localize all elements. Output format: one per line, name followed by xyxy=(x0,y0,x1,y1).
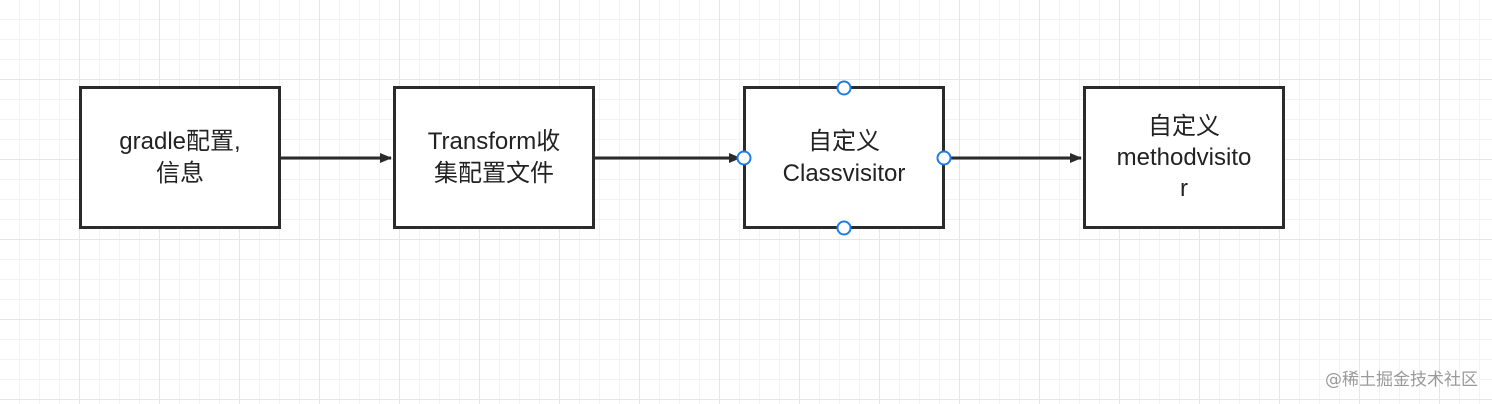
node-gradle-config-label: gradle配置, 信息 xyxy=(119,128,241,187)
node-custom-classvisitor[interactable]: 自定义 Classvisitor xyxy=(743,86,945,229)
node-custom-methodvisitor[interactable]: 自定义 methodvisito r xyxy=(1083,86,1285,229)
node-custom-classvisitor-label: 自定义 Classvisitor xyxy=(782,128,906,187)
node-custom-methodvisitor-label: 自定义 methodvisito r xyxy=(1116,112,1252,203)
watermark: @稀土掘金技术社区 xyxy=(1325,370,1478,390)
node-transform-collect-config[interactable]: Transform收 集配置文件 xyxy=(393,86,595,229)
node-transform-collect-config-label: Transform收 集配置文件 xyxy=(427,128,561,187)
node-gradle-config[interactable]: gradle配置, 信息 xyxy=(79,86,281,229)
